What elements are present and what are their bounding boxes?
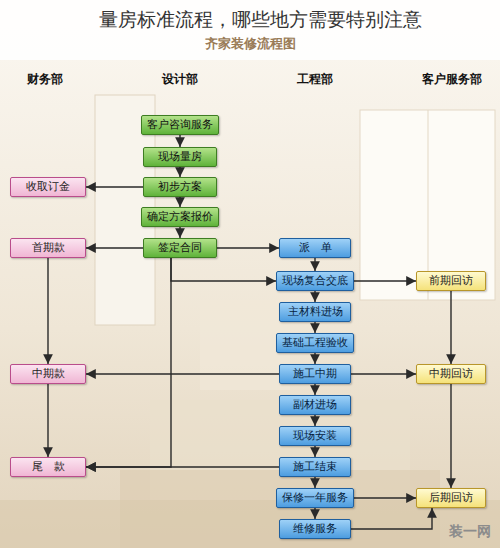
- flow-arrow: [314, 446, 315, 457]
- flow-arrow: [179, 167, 180, 177]
- flow-arrow: [314, 415, 315, 426]
- engineering-step-box: 现场复合交底: [276, 271, 354, 291]
- flow-arrow: [314, 508, 315, 519]
- step-label: 收取订金: [26, 181, 70, 193]
- step-label: 主材料进场: [288, 306, 343, 318]
- flow-arrow: [86, 247, 143, 248]
- flow-arrow: [450, 384, 451, 488]
- flow-arrow: [86, 258, 171, 467]
- engineering-step-box: 保修一年服务: [276, 488, 354, 508]
- step-label: 派 单: [299, 242, 332, 254]
- service-step-box: 中期回访: [416, 364, 486, 384]
- flow-arrow: [171, 258, 276, 281]
- flow-arrow: [47, 258, 48, 364]
- finance-step-box: 中期款: [10, 364, 86, 384]
- flow-arrow: [47, 384, 48, 457]
- flow-arrow: [314, 384, 315, 395]
- flow-arrow: [354, 497, 416, 498]
- step-label: 维修服务: [293, 523, 337, 535]
- finance-step-box: 首期款: [10, 238, 86, 258]
- step-label: 现场安装: [293, 430, 337, 442]
- step-label: 中期款: [32, 368, 65, 380]
- design-step-box: 现场量房: [143, 147, 217, 167]
- flow-arrow: [179, 197, 180, 207]
- service-step-box: 后期回访: [416, 488, 486, 508]
- step-label: 确定方案报价: [147, 211, 213, 223]
- flow-arrow: [351, 373, 416, 374]
- flow-arrow: [314, 322, 315, 333]
- flow-arrow: [314, 291, 315, 302]
- flow-arrow: [450, 291, 451, 364]
- step-label: 施工结束: [293, 461, 337, 473]
- engineering-step-box: 基础工程验收: [276, 333, 354, 353]
- flow-arrow: [86, 186, 143, 187]
- flow-arrow: [179, 227, 180, 238]
- flow-arrow: [354, 280, 416, 281]
- engineering-step-box: 副材进场: [279, 395, 351, 415]
- design-step-box: 客户咨询服务: [141, 115, 219, 135]
- step-label: 客户咨询服务: [147, 119, 213, 131]
- step-label: 尾 款: [32, 461, 65, 473]
- engineering-step-box: 现场安装: [279, 426, 351, 446]
- step-label: 签定合同: [158, 242, 202, 254]
- watermark-logo: 装一网: [449, 523, 491, 541]
- step-label: 现场复合交底: [282, 275, 348, 287]
- step-label: 前期回访: [429, 275, 473, 287]
- step-label: 初步方案: [158, 181, 202, 193]
- step-label: 保修一年服务: [282, 492, 348, 504]
- flow-arrow: [217, 247, 279, 248]
- design-step-box: 签定合同: [143, 238, 217, 258]
- step-label: 现场量房: [158, 151, 202, 163]
- column-header: 工程部: [297, 71, 333, 88]
- flow-arrow: [351, 508, 432, 529]
- design-step-box: 初步方案: [143, 177, 217, 197]
- step-label: 中期回访: [429, 368, 473, 380]
- column-header: 财务部: [27, 71, 63, 88]
- flow-arrow: [179, 135, 180, 147]
- step-label: 基础工程验收: [282, 337, 348, 349]
- engineering-step-box: 主材料进场: [279, 302, 351, 322]
- watermark: 齐家装修流程图: [205, 35, 296, 53]
- engineering-step-box: 施工中期: [279, 364, 351, 384]
- step-label: 后期回访: [429, 492, 473, 504]
- service-step-box: 前期回访: [416, 271, 486, 291]
- finance-step-box: 尾 款: [10, 457, 86, 477]
- title: 量房标准流程，哪些地方需要特别注意: [99, 7, 422, 33]
- flow-arrow: [86, 373, 279, 374]
- engineering-step-box: 派 单: [279, 238, 351, 258]
- engineering-step-box: 维修服务: [279, 519, 351, 539]
- finance-step-box: 收取订金: [10, 177, 86, 197]
- step-label: 施工中期: [293, 368, 337, 380]
- step-label: 副材进场: [293, 399, 337, 411]
- column-header: 客户服务部: [422, 71, 482, 88]
- step-label: 首期款: [32, 242, 65, 254]
- flow-arrow: [314, 353, 315, 364]
- flow-arrow: [314, 477, 315, 488]
- design-step-box: 确定方案报价: [141, 207, 219, 227]
- flow-arrow: [314, 258, 315, 271]
- engineering-step-box: 施工结束: [279, 457, 351, 477]
- column-header: 设计部: [162, 71, 198, 88]
